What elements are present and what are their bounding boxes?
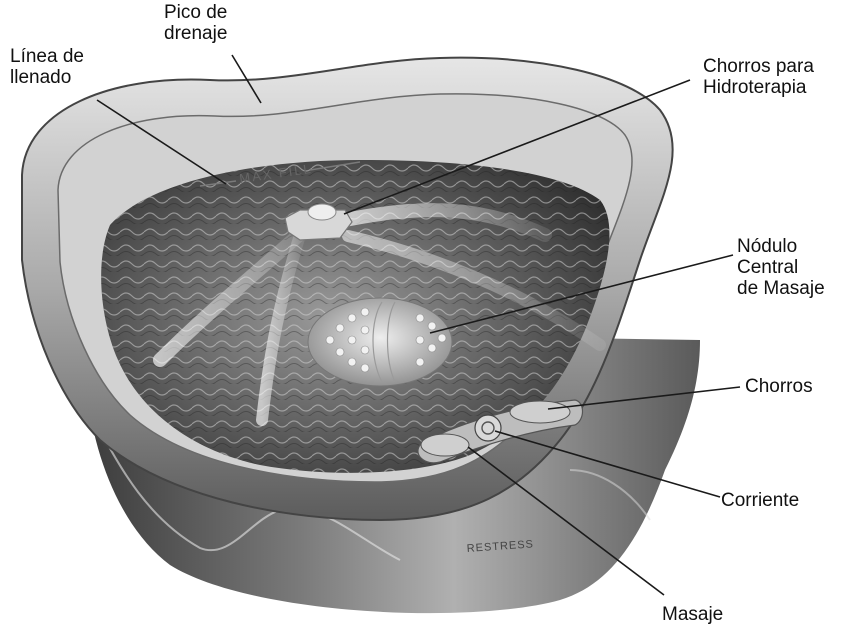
- jets-button[interactable]: [510, 401, 570, 423]
- label-massage: Masaje: [662, 604, 723, 625]
- label-fill-line: Línea de llenado: [10, 46, 84, 88]
- label-hydro-jets: Chorros para Hidroterapia: [703, 56, 814, 98]
- label-drain-spout: Pico de drenaje: [164, 2, 227, 44]
- power-button[interactable]: [475, 415, 501, 441]
- label-massage-node: Nódulo Central de Masaje: [737, 236, 825, 299]
- label-jets: Chorros: [745, 376, 813, 397]
- massage-button[interactable]: [421, 434, 469, 456]
- massage-node: [308, 298, 452, 386]
- label-power: Corriente: [721, 490, 799, 511]
